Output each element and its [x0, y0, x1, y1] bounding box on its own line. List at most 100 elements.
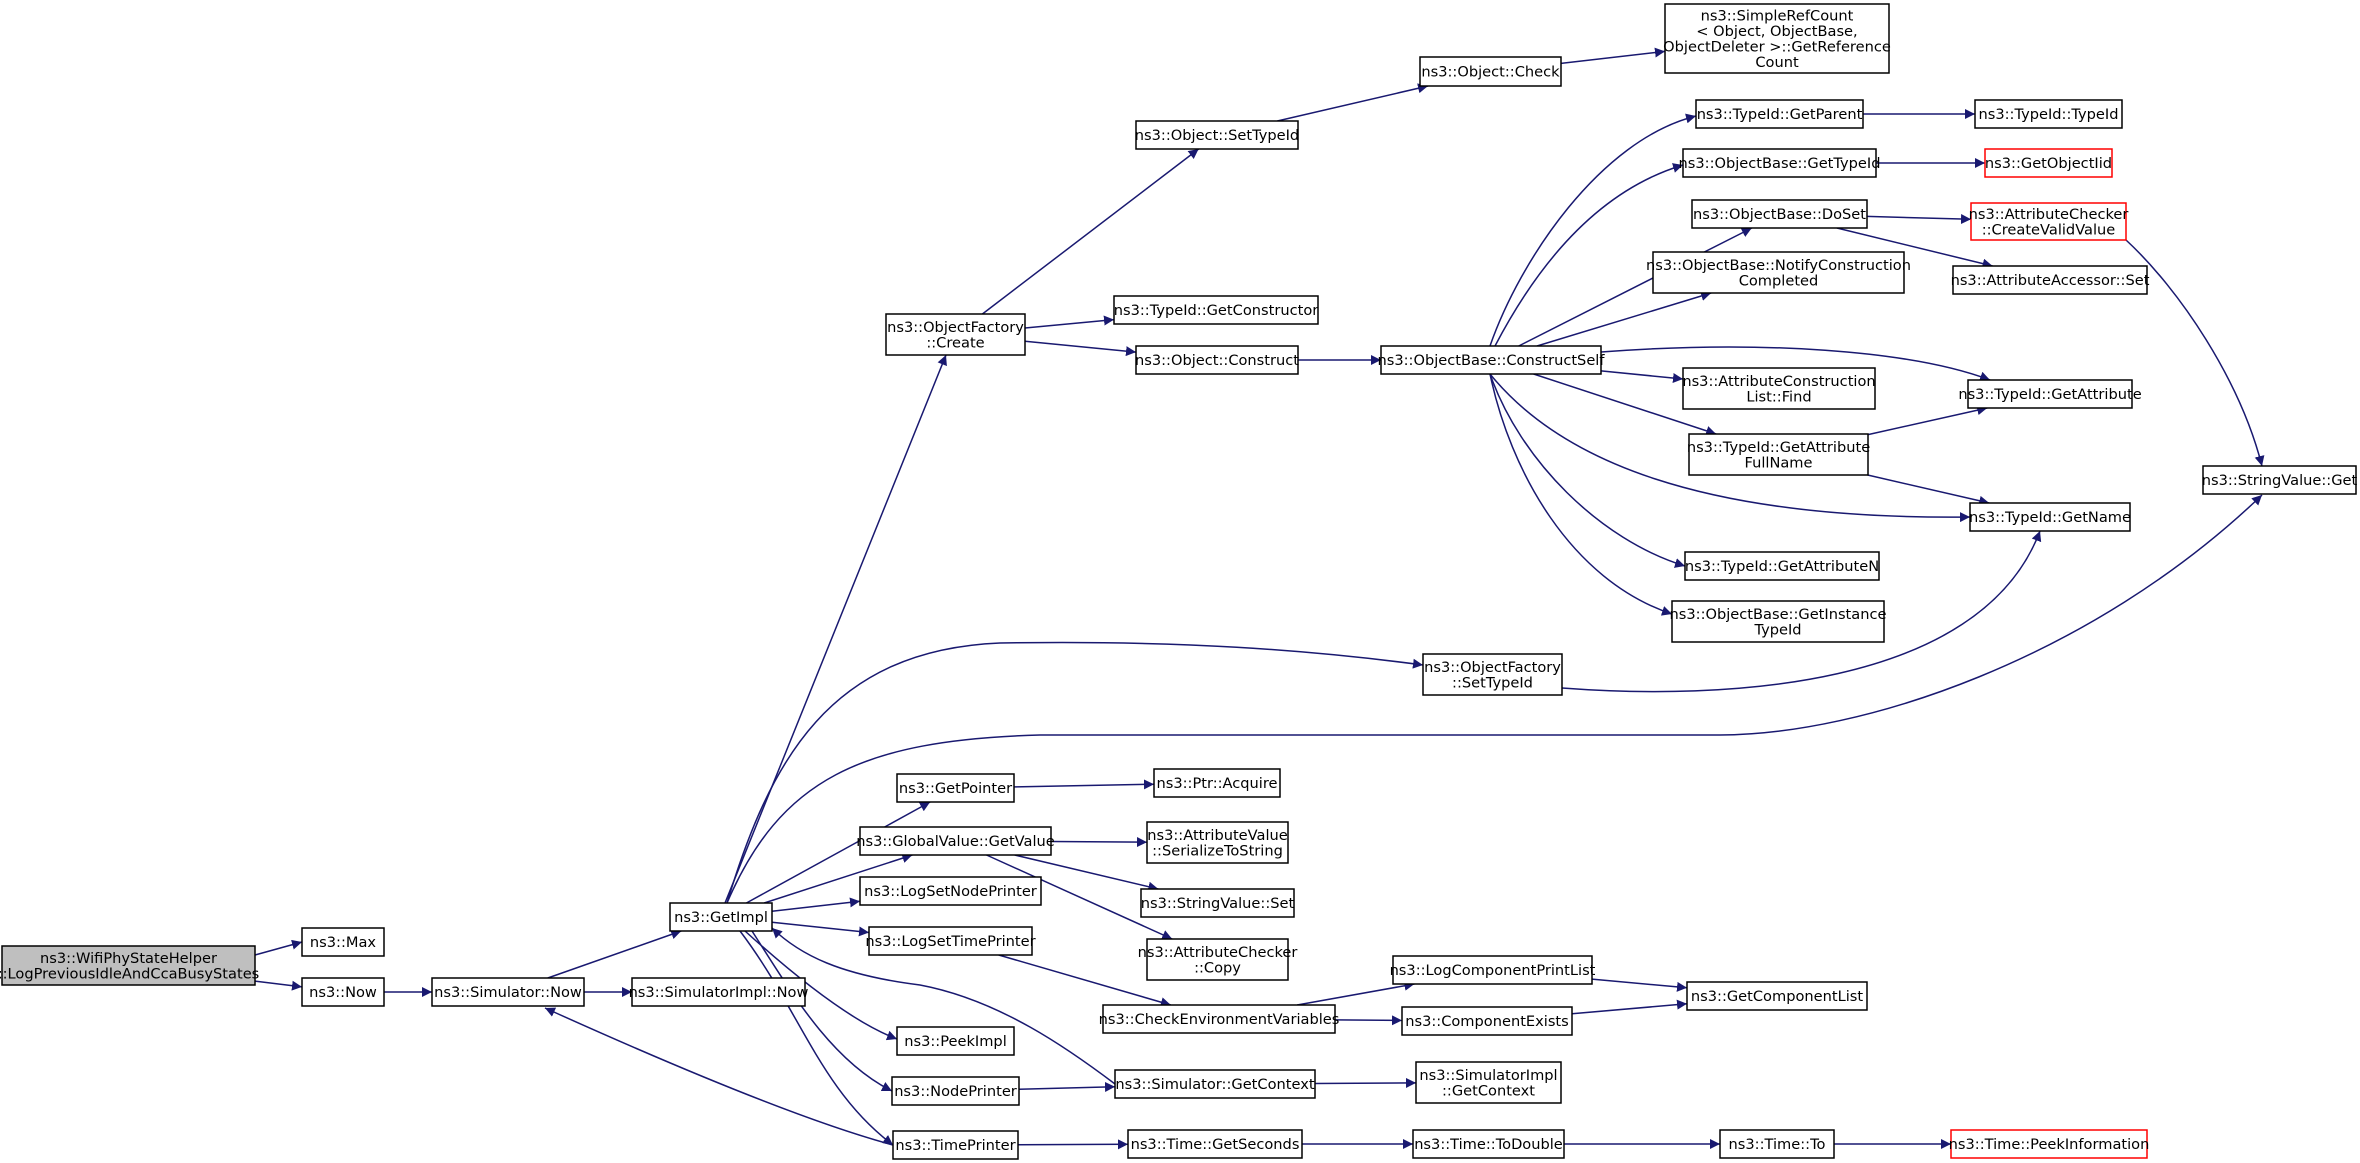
node-checkenv[interactable]: ns3::CheckEnvironmentVariables	[1099, 1004, 1340, 1034]
node-getattrfull-box[interactable]	[1688, 433, 1869, 476]
node-serialize-box[interactable]	[1146, 821, 1289, 864]
node-gvgetvalue-box[interactable]	[859, 826, 1052, 856]
node-objcheck-box[interactable]	[1419, 56, 1562, 87]
node-max[interactable]: ns3::Max	[301, 927, 385, 957]
node-constructself-box[interactable]	[1380, 345, 1602, 375]
node-createvalid[interactable]: ns3::AttributeChecker::CreateValidValue	[1969, 202, 2129, 241]
node-getimpl[interactable]: ns3::GetImpl	[669, 902, 773, 932]
node-simgetctx-box[interactable]	[1114, 1069, 1316, 1099]
node-nodeprinter[interactable]: ns3::NodePrinter	[891, 1076, 1020, 1106]
node-getobjectiid[interactable]: ns3::GetObjectIid	[1984, 148, 2113, 178]
node-listfind-box[interactable]	[1682, 367, 1876, 410]
node-notify[interactable]: ns3::ObjectBase::NotifyConstructionCompl…	[1646, 251, 1911, 294]
node-peekimpl-box[interactable]	[896, 1026, 1015, 1056]
node-simgetctx[interactable]: ns3::Simulator::GetContext	[1114, 1069, 1316, 1099]
node-getctor-box[interactable]	[1113, 295, 1319, 325]
node-lognode-box[interactable]	[859, 876, 1042, 906]
node-root[interactable]: ns3::WifiPhyStateHelper::LogPreviousIdle…	[0, 945, 259, 986]
node-root-box[interactable]	[1, 945, 256, 986]
node-timeto[interactable]: ns3::Time::To	[1719, 1129, 1835, 1159]
node-ofcreate-box[interactable]	[885, 313, 1026, 356]
node-timeprinter-box[interactable]	[892, 1130, 1019, 1160]
node-getattrn-box[interactable]	[1684, 551, 1880, 581]
node-obgettypeid[interactable]: ns3::ObjectBase::GetTypeId	[1679, 148, 1881, 178]
node-createvalid-box[interactable]	[1970, 202, 2127, 241]
node-now[interactable]: ns3::Now	[301, 977, 385, 1007]
node-getname-box[interactable]	[1969, 502, 2131, 532]
node-getpointer-box[interactable]	[896, 773, 1015, 803]
node-peekinfo[interactable]: ns3::Time::PeekInformation	[1949, 1129, 2150, 1159]
node-simimplnow[interactable]: ns3::SimulatorImpl::Now	[629, 977, 809, 1007]
node-accessorset-box[interactable]	[1952, 265, 2148, 295]
node-accessorset[interactable]: ns3::AttributeAccessor::Set	[1951, 265, 2150, 295]
node-implgetctx[interactable]: ns3::SimulatorImpl::GetContext	[1415, 1061, 1562, 1104]
node-now-box[interactable]	[301, 977, 385, 1007]
node-checkenv-box[interactable]	[1102, 1004, 1336, 1034]
node-refcount-box[interactable]	[1664, 3, 1890, 74]
node-peekimpl[interactable]: ns3::PeekImpl	[896, 1026, 1015, 1056]
node-logcomplist-box[interactable]	[1392, 955, 1593, 985]
node-getname[interactable]: ns3::TypeId::GetName	[1969, 502, 2131, 532]
node-implgetctx-box[interactable]	[1415, 1061, 1562, 1104]
node-simimplnow-box[interactable]	[631, 977, 806, 1007]
node-getpointer[interactable]: ns3::GetPointer	[896, 773, 1015, 803]
node-getseconds[interactable]: ns3::Time::GetSeconds	[1127, 1129, 1303, 1159]
node-todouble-box[interactable]	[1412, 1129, 1565, 1159]
node-compexists-box[interactable]	[1401, 1006, 1573, 1036]
node-ptracquire[interactable]: ns3::Ptr::Acquire	[1153, 768, 1281, 798]
node-getattrn[interactable]: ns3::TypeId::GetAttributeN	[1684, 551, 1880, 581]
node-checkercopy-box[interactable]	[1146, 938, 1289, 981]
node-checkercopy[interactable]: ns3::AttributeChecker::Copy	[1138, 938, 1298, 981]
node-ofcreate[interactable]: ns3::ObjectFactory::Create	[885, 313, 1026, 356]
node-stringset-box[interactable]	[1140, 888, 1295, 918]
node-todouble[interactable]: ns3::Time::ToDouble	[1412, 1129, 1565, 1159]
node-timeto-box[interactable]	[1719, 1129, 1835, 1159]
node-stringset[interactable]: ns3::StringValue::Set	[1140, 888, 1295, 918]
node-getcomplist-box[interactable]	[1686, 981, 1868, 1011]
node-typeid[interactable]: ns3::TypeId::TypeId	[1974, 99, 2123, 129]
node-gvgetvalue[interactable]: ns3::GlobalValue::GetValue	[856, 826, 1055, 856]
node-getinst-box[interactable]	[1671, 600, 1885, 643]
node-getcomplist[interactable]: ns3::GetComponentList	[1686, 981, 1868, 1011]
node-ptracquire-box[interactable]	[1153, 768, 1281, 798]
node-simnow-box[interactable]	[431, 977, 585, 1007]
node-timeprinter[interactable]: ns3::TimePrinter	[892, 1130, 1019, 1160]
node-doset[interactable]: ns3::ObjectBase::DoSet	[1691, 199, 1868, 229]
node-stringget[interactable]: ns3::StringValue::Get	[2202, 465, 2358, 495]
node-logtime[interactable]: ns3::LogSetTimePrinter	[865, 926, 1036, 956]
node-getctor[interactable]: ns3::TypeId::GetConstructor	[1113, 295, 1319, 325]
node-max-box[interactable]	[301, 927, 385, 957]
node-getattr[interactable]: ns3::TypeId::GetAttribute	[1958, 379, 2142, 409]
node-ofsettypeid-box[interactable]	[1422, 653, 1563, 696]
node-getparent[interactable]: ns3::TypeId::GetParent	[1695, 99, 1864, 129]
node-logcomplist[interactable]: ns3::LogComponentPrintList	[1390, 955, 1596, 985]
node-typeid-box[interactable]	[1974, 99, 2123, 129]
node-serialize[interactable]: ns3::AttributeValue::SerializeToString	[1146, 821, 1289, 864]
node-setTypeId[interactable]: ns3::Object::SetTypeId	[1135, 120, 1299, 150]
node-logtime-box[interactable]	[868, 926, 1033, 956]
node-simnow[interactable]: ns3::Simulator::Now	[431, 977, 585, 1007]
node-construct-box[interactable]	[1135, 345, 1299, 375]
node-getobjectiid-box[interactable]	[1984, 148, 2113, 178]
node-getattr-box[interactable]	[1967, 379, 2133, 409]
node-objcheck[interactable]: ns3::Object::Check	[1419, 56, 1562, 87]
node-getimpl-box[interactable]	[669, 902, 773, 932]
node-obgettypeid-box[interactable]	[1682, 148, 1877, 178]
node-compexists[interactable]: ns3::ComponentExists	[1401, 1006, 1573, 1036]
node-constructself[interactable]: ns3::ObjectBase::ConstructSelf	[1378, 345, 1606, 375]
node-doset-box[interactable]	[1691, 199, 1868, 229]
node-nodeprinter-box[interactable]	[891, 1076, 1020, 1106]
node-setTypeId-box[interactable]	[1135, 120, 1299, 150]
node-peekinfo-box[interactable]	[1950, 1129, 2148, 1159]
node-stringget-box[interactable]	[2202, 465, 2357, 495]
node-notify-box[interactable]	[1652, 251, 1905, 294]
node-getseconds-box[interactable]	[1127, 1129, 1303, 1159]
node-construct[interactable]: ns3::Object::Construct	[1135, 345, 1299, 375]
node-lognode[interactable]: ns3::LogSetNodePrinter	[859, 876, 1042, 906]
node-getparent-box[interactable]	[1695, 99, 1864, 129]
node-refcount[interactable]: ns3::SimpleRefCount< Object, ObjectBase,…	[1663, 3, 1891, 74]
node-ofsettypeid[interactable]: ns3::ObjectFactory::SetTypeId	[1422, 653, 1563, 696]
